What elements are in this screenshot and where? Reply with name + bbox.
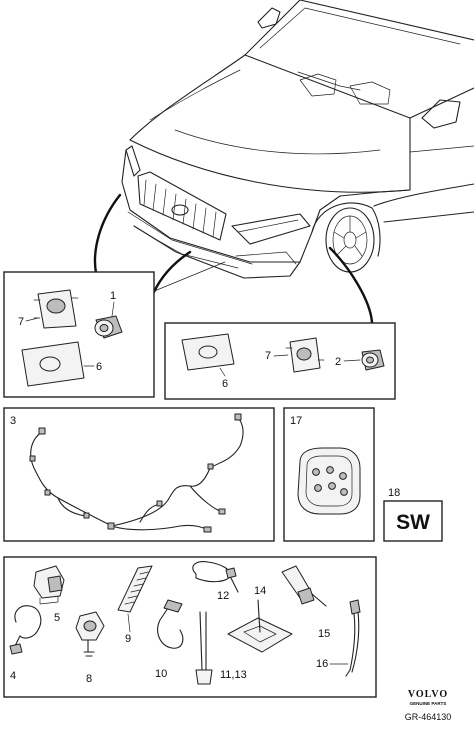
parking-sensor-part-1 xyxy=(94,315,123,339)
connector-boot-part-15 xyxy=(281,565,327,607)
brand-subtitle: GENUINE PARTS xyxy=(410,701,447,706)
callout-8: 8 xyxy=(86,673,92,685)
parking-sensor-part-2 xyxy=(361,349,385,371)
callout-4: 4 xyxy=(10,670,16,682)
cable-tie-part-12 xyxy=(192,561,239,593)
volvo-genuine-parts-logo: VOLVO GENUINE PARTS xyxy=(408,689,448,706)
clip-part-10 xyxy=(157,599,184,649)
mount-pad-part-14 xyxy=(227,599,293,653)
panel-front-sensor-left: 7 1 6 xyxy=(3,271,155,398)
callout-15: 15 xyxy=(318,628,330,640)
callout-1: 1 xyxy=(110,290,116,302)
tape-part-9 xyxy=(117,565,153,613)
callout-7: 7 xyxy=(18,316,24,328)
callout-9: 9 xyxy=(125,633,131,645)
diagram-reference: GR-464130 xyxy=(405,712,452,722)
panel-software: 18 SW xyxy=(383,487,443,542)
cable-clamp-part-4 xyxy=(9,605,42,655)
callout-6: 6 xyxy=(96,361,102,373)
callout-6-right: 6 xyxy=(222,378,228,390)
callout-3: 3 xyxy=(10,415,16,427)
software-label: SW xyxy=(396,511,430,534)
callout-16: 16 xyxy=(316,658,328,670)
car-front-illustration xyxy=(121,0,474,279)
panel-front-sensor-right: 6 7 2 xyxy=(164,322,396,400)
sensor-bracket-part-7 xyxy=(33,289,79,329)
strap-part-16 xyxy=(345,599,361,677)
wiring-harness-part-3 xyxy=(29,413,244,533)
panel-wiring-harness: 3 xyxy=(3,407,275,542)
callout-7-right: 7 xyxy=(265,350,271,362)
callout-18: 18 xyxy=(388,487,400,499)
brand-name: VOLVO xyxy=(408,689,448,700)
callout-5: 5 xyxy=(54,612,60,624)
sensor-cover-part-6 xyxy=(21,341,85,387)
panel-installation-parts: 5 4 8 9 10 xyxy=(3,556,377,698)
callout-17: 17 xyxy=(290,415,302,427)
sensor-cover-part-6-right xyxy=(181,333,235,371)
push-pin-part-11-13 xyxy=(195,611,213,685)
callout-11-13: 11,13 xyxy=(220,669,247,681)
sensor-bracket-part-7-right xyxy=(285,337,325,373)
clip-part-5 xyxy=(33,565,65,605)
callout-10: 10 xyxy=(155,668,167,680)
callout-12: 12 xyxy=(217,590,229,602)
grommet-part-17 xyxy=(297,447,361,515)
callout-14: 14 xyxy=(254,585,266,597)
callout-2: 2 xyxy=(335,356,341,368)
fastener-part-8 xyxy=(75,611,105,657)
panel-grommet: 17 xyxy=(283,407,375,542)
